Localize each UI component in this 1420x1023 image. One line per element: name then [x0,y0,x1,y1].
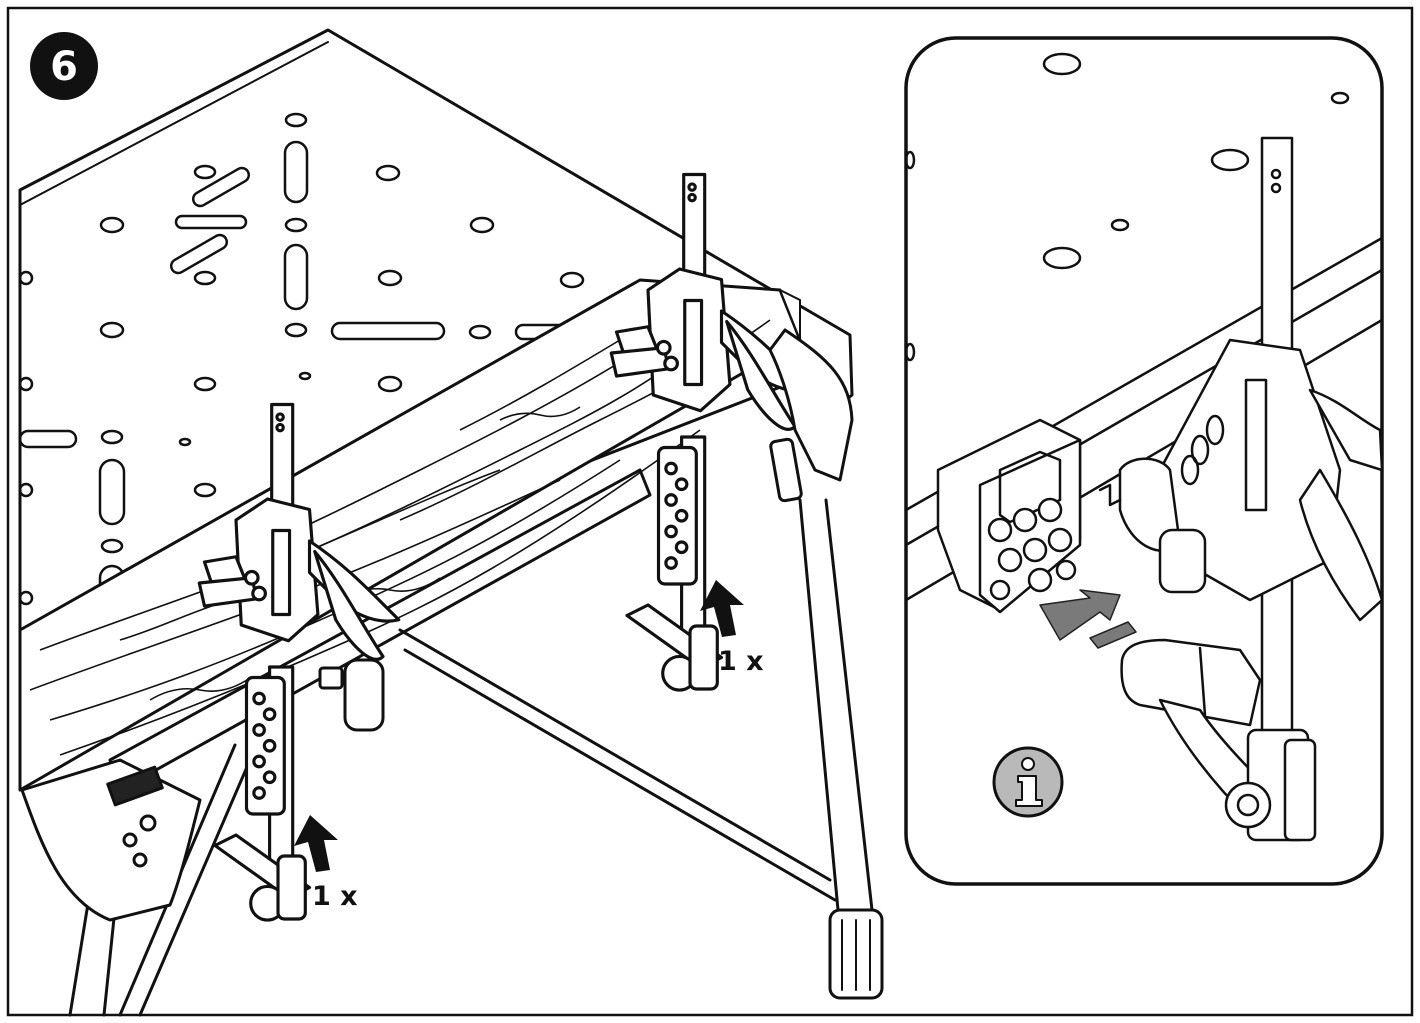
inset-stop-block [936,418,1082,614]
inset-jaw-pad [1120,638,1262,727]
left-push-arrow [294,815,338,872]
right-leg [798,498,874,912]
left-clamp-quantity: 1 x [312,881,358,912]
bench-holes [18,112,585,608]
cross-brace [398,628,837,902]
info-icon [992,746,1064,818]
right-clamp-quantity: 1 x [718,646,764,677]
left-leg-housing [20,758,202,922]
detail-inset [904,36,1384,886]
step-number: 6 [50,44,78,90]
page-frame [6,6,1414,1017]
inset-push-arrow [1039,589,1137,649]
brand-logo [106,765,164,807]
right-clamp-lever [768,328,854,503]
step-badge: 6 [30,32,98,100]
left-clamp-socket [318,658,385,732]
right-push-arrow [700,580,744,637]
